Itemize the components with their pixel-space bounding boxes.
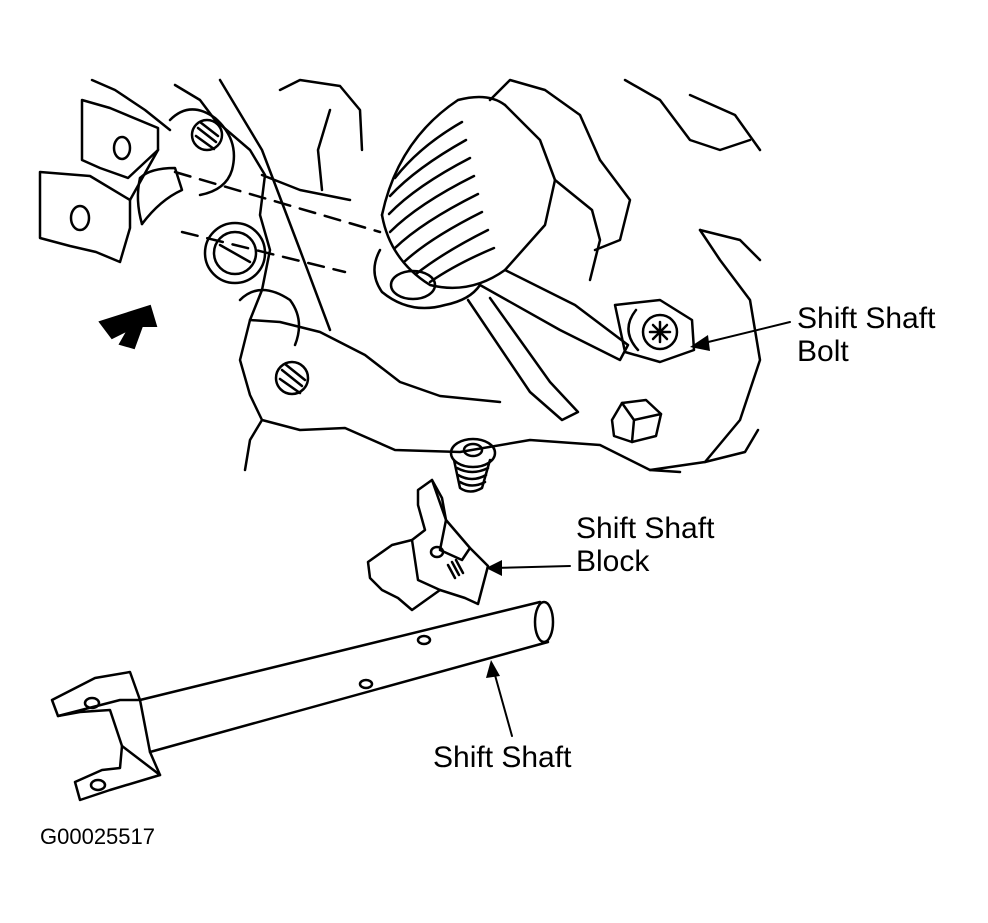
shift-shaft-block-label-line2: Block bbox=[576, 545, 650, 578]
shift-shaft-block-label: Shift Shaft Block bbox=[576, 512, 714, 578]
shaft-path-dashes bbox=[173, 170, 382, 274]
shift-shaft-block-label-line1: Shift Shaft bbox=[576, 512, 715, 545]
shift-lever-assembly bbox=[373, 78, 696, 422]
figure-id: G00025517 bbox=[40, 824, 155, 849]
shift-shaft-bolt-label-line2: Bolt bbox=[797, 335, 849, 368]
installed-shaft-end bbox=[38, 98, 184, 264]
leader-arrowheads bbox=[486, 335, 710, 678]
direction-arrow-icon bbox=[98, 304, 158, 350]
shift-shaft-bolt-label: Shift Shaft Bolt bbox=[797, 302, 935, 368]
shift-shaft-bolt-label-line1: Shift Shaft bbox=[797, 302, 936, 335]
callout-leaders bbox=[491, 321, 791, 737]
shift-shaft-label-line1: Shift Shaft bbox=[433, 741, 572, 774]
loose-bolt bbox=[449, 437, 497, 493]
shift-shaft-label: Shift Shaft bbox=[433, 741, 571, 774]
transmission-housing bbox=[90, 78, 762, 474]
loose-shift-shaft bbox=[50, 600, 555, 802]
shift-shaft-block bbox=[366, 478, 490, 612]
